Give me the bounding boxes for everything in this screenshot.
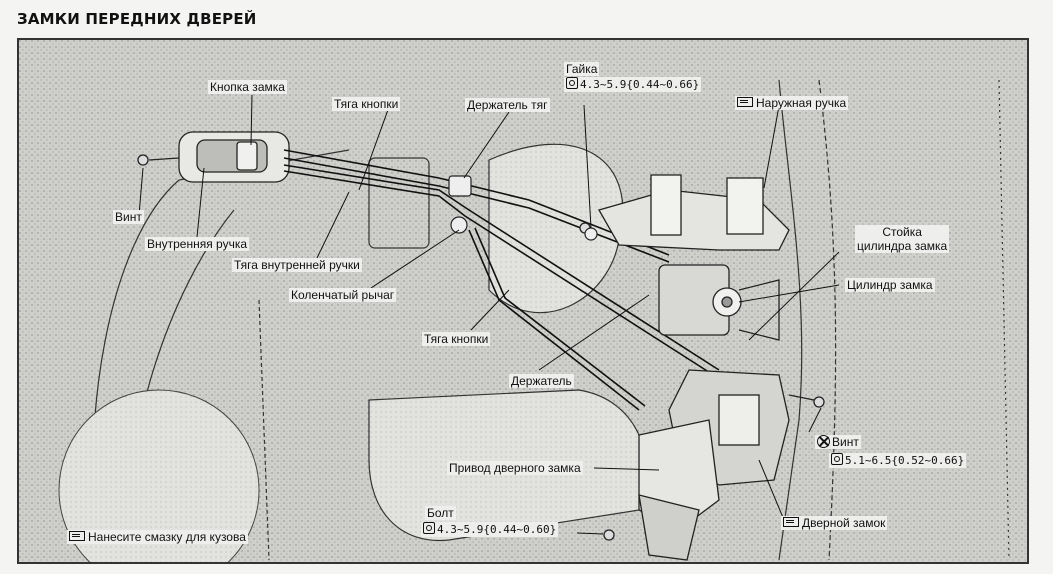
grease-icon (69, 531, 85, 541)
grease-icon (783, 517, 799, 527)
label-lock-cylinder: Цилиндр замка (845, 278, 935, 292)
label-bell-crank: Коленчатый рычаг (289, 288, 397, 302)
label-nut-spec: 4.3~5.9{0.44~0.66} (564, 77, 702, 92)
torque-wrench-icon (831, 453, 843, 465)
label-inner-handle: Внутренняя ручка (145, 237, 250, 251)
no-reuse-icon (817, 435, 830, 448)
label-screw-right-spec: 5.1~6.5{0.52~0.66} (829, 453, 967, 468)
leader-lines (138, 94, 840, 535)
label-button-rod-mid: Тяга кнопки (422, 332, 491, 346)
lock-cylinder (658, 264, 780, 341)
rod-holder-clip (448, 175, 472, 234)
door-lock-body (603, 369, 825, 561)
label-bolt-spec: 4.3~5.9{0.44~0.60} (421, 522, 559, 537)
legend-grease: Нанесите смазку для кузова (67, 530, 248, 544)
speaker-hole-outline (58, 389, 260, 562)
label-lock-button: Кнопка замка (208, 80, 287, 94)
label-outer-handle: Наружная ручка (735, 96, 849, 110)
torque-wrench-icon (566, 77, 578, 89)
label-bolt: Болт (425, 506, 456, 520)
page-title: ЗАМКИ ПЕРЕДНИХ ДВЕРЕЙ (17, 10, 257, 28)
label-nut: Гайка (564, 62, 600, 76)
label-rod-holder: Держатель тяг (465, 98, 550, 112)
label-inner-handle-rod: Тяга внутренней ручки (232, 258, 362, 272)
grease-icon (737, 97, 753, 107)
diagram-frame: Кнопка замка Тяга кнопки Держатель тяг Г… (17, 38, 1029, 564)
nut-part (584, 227, 598, 241)
label-screw-right: Винт (815, 435, 861, 449)
label-holder: Держатель (509, 374, 574, 388)
label-cylinder-stand: Стойка цилиндра замка (855, 225, 950, 253)
torque-wrench-icon (423, 522, 435, 534)
label-actuator: Привод дверного замка (447, 461, 583, 475)
label-screw-left: Винт (113, 210, 144, 224)
inner-handle-assembly (137, 131, 290, 183)
door-lock-diagram (19, 40, 1027, 562)
label-button-rod-top: Тяга кнопки (332, 97, 401, 111)
label-door-lock: Дверной замок (781, 516, 888, 530)
outer-handle (579, 174, 790, 251)
